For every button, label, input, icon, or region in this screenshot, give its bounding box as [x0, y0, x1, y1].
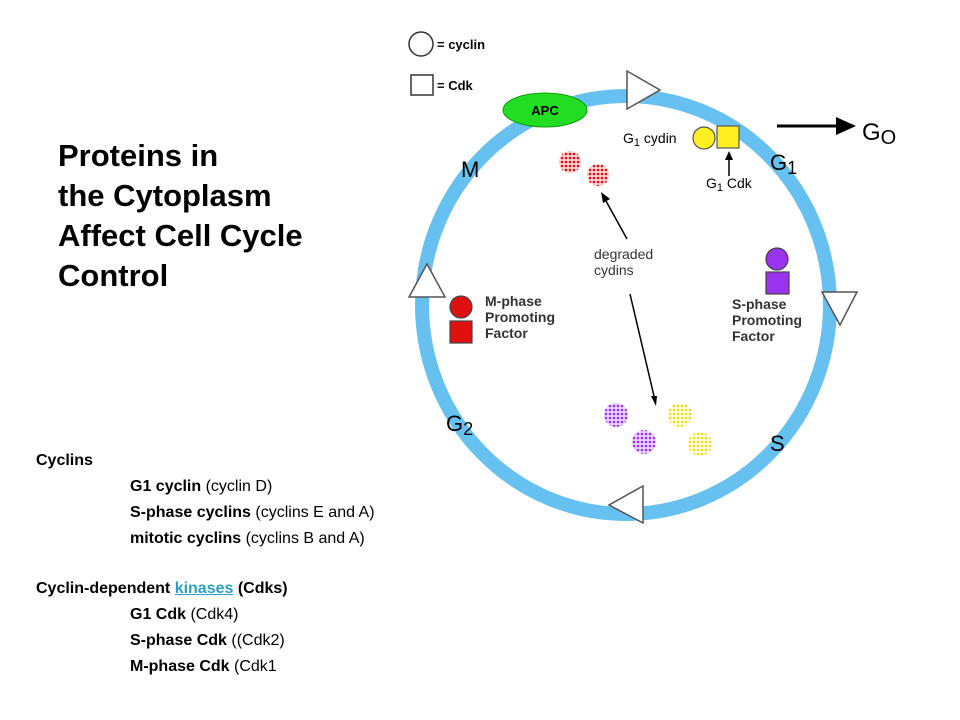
- degraded-arrow-down: [629, 293, 655, 397]
- checkpoint-triangle-left: [407, 262, 447, 298]
- note-detail: (cyclin D): [201, 478, 273, 495]
- checkpoint-triangle-right: [820, 291, 859, 327]
- note-detail: (Cdk4): [186, 606, 239, 623]
- spacer: [36, 552, 375, 576]
- phase-g0-label: GO: [862, 119, 896, 149]
- spf-cdk-symbol: [765, 271, 790, 295]
- note-term: S-phase Cdk: [130, 632, 227, 649]
- phase-s-label: S: [770, 431, 785, 456]
- phase-g1-label: G1: [770, 150, 797, 178]
- note-s-cyclins: S-phase cyclins (cyclins E and A): [36, 500, 375, 526]
- note-detail: (Cdk1: [229, 658, 277, 675]
- title-line: Affect Cell Cycle: [58, 218, 303, 253]
- cdk-heading-post: (Cdks): [233, 580, 288, 597]
- degraded-arrow-up: [605, 200, 628, 240]
- mpf-cyclin-symbol: [449, 295, 473, 319]
- legend: = cyclin = Cdk: [408, 31, 485, 96]
- note-mitotic-cyclins: mitotic cyclins (cyclins B and A): [36, 526, 375, 552]
- note-term: mitotic cyclins: [130, 530, 242, 547]
- mpf-cdk-symbol: [449, 320, 473, 344]
- note-s-cdk: S-phase Cdk ((Cdk2): [36, 628, 375, 654]
- phase-g2-label: G2: [446, 411, 473, 439]
- cyclin-notes: Cyclins G1 cyclin (cyclin D) S-phase cyc…: [36, 448, 375, 680]
- note-term: S-phase cyclins: [130, 504, 251, 521]
- page-title: Proteins in the Cytoplasm Affect Cell Cy…: [58, 136, 303, 296]
- degraded-cyclin-red-1: [559, 151, 581, 173]
- note-term: M-phase Cdk: [130, 658, 230, 675]
- title-line: the Cytoplasm: [58, 178, 272, 213]
- degraded-cyclin-yellow-2: [688, 432, 712, 456]
- legend-cdk-label: = Cdk: [437, 78, 474, 93]
- spf-cyclin-symbol: [765, 247, 789, 271]
- checkpoint-triangle-bottom: [607, 484, 644, 525]
- mpf-label: M-phase Promoting Factor: [485, 293, 559, 341]
- title-line: Control: [58, 258, 169, 293]
- g1-cdk-symbol: [716, 125, 740, 149]
- note-g1-cyclin: G1 cyclin (cyclin D): [36, 474, 375, 500]
- g1-cdk-pointer-head: [725, 151, 733, 160]
- apc-label: APC: [531, 103, 559, 118]
- legend-cyclin-symbol: [408, 31, 434, 57]
- note-detail: ((Cdk2): [226, 632, 285, 649]
- note-term: G1 Cdk: [130, 606, 187, 623]
- g1-cyclin-label: G1 cydin: [623, 130, 677, 149]
- degraded-cyclin-red-2: [587, 164, 609, 186]
- title-line: Proteins in: [58, 138, 219, 173]
- cyclins-heading: Cyclins: [36, 452, 93, 469]
- degraded-cyclin-yellow-1: [668, 403, 692, 427]
- spf-label: S-phase Promoting Factor: [732, 296, 806, 344]
- g0-arrow-head: [836, 117, 856, 135]
- legend-cyclin-label: = cyclin: [437, 37, 485, 52]
- note-detail: (cyclins B and A): [241, 530, 365, 547]
- apc-oval: [502, 92, 588, 128]
- cdk-heading-pre: Cyclin-dependent: [36, 580, 175, 597]
- degraded-cyclin-purple-2: [632, 430, 656, 454]
- g1-cdk-label: G1 Cdk: [706, 175, 753, 194]
- cdks-heading: Cyclin-dependent kinases (Cdks): [36, 576, 375, 602]
- kinases-link[interactable]: kinases: [174, 580, 234, 597]
- degraded-arrow-up-head: [601, 192, 610, 203]
- note-detail: (cyclins E and A): [250, 504, 375, 521]
- phase-m-label: M: [461, 157, 479, 182]
- legend-cdk-symbol: [410, 74, 434, 96]
- degraded-arrow-down-head: [651, 396, 657, 406]
- note-g1-cdk: G1 Cdk (Cdk4): [36, 602, 375, 628]
- checkpoint-triangle-top: [626, 69, 662, 111]
- degraded-cyclins-label: degraded cydins: [594, 246, 657, 278]
- g1-cyclin-symbol: [692, 126, 716, 150]
- note-term: G1 cyclin: [130, 478, 202, 495]
- degraded-cyclin-purple-1: [604, 403, 628, 427]
- note-m-cdk: M-phase Cdk (Cdk1: [36, 654, 375, 680]
